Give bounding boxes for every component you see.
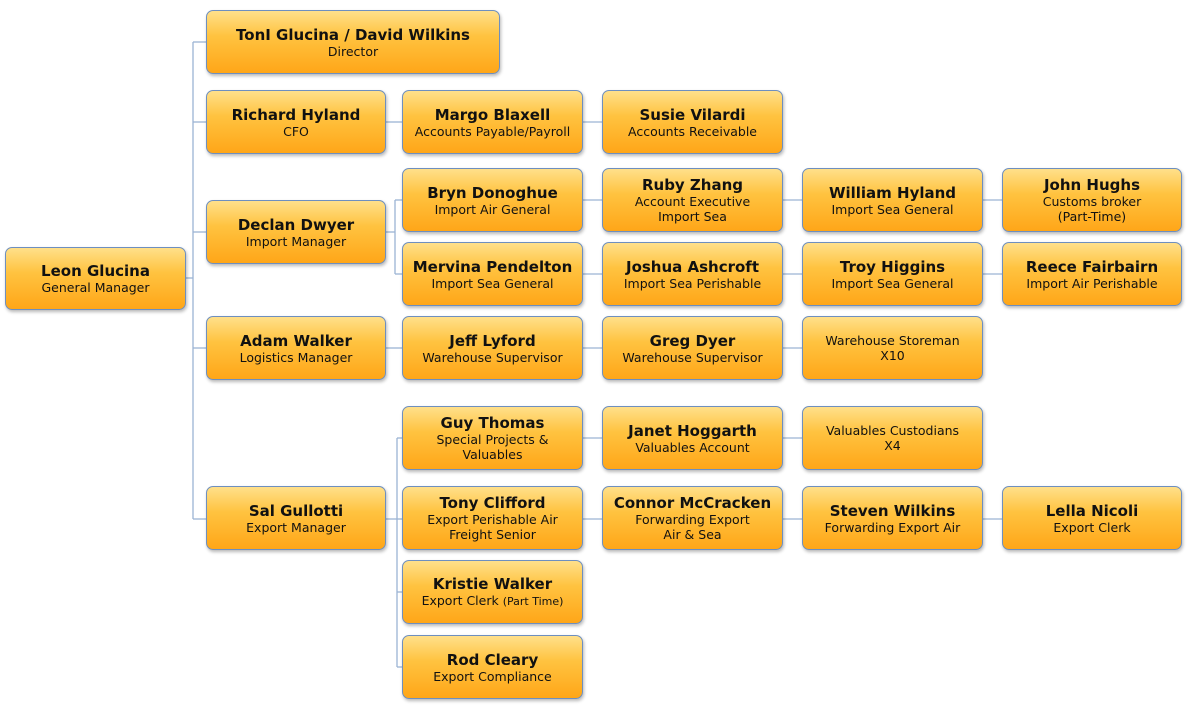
- node-name: Joshua Ashcroft: [625, 257, 760, 276]
- node-role: Export Clerk (Part Time): [422, 593, 564, 608]
- node-name: Leon Glucina: [41, 262, 150, 280]
- node-role-line2: X4: [884, 438, 901, 453]
- node-role: Import Sea Perishable: [623, 275, 762, 291]
- node-leon-glucina: Leon Glucina General Manager: [5, 247, 186, 310]
- node-role: Forwarding Export Air: [824, 519, 961, 535]
- node-name: Connor McCracken: [613, 494, 772, 512]
- node-role: Warehouse Storeman: [825, 333, 960, 348]
- node-mervina-pendelton: Mervina Pendelton Import Sea General: [402, 242, 583, 306]
- node-name: Rod Cleary: [446, 650, 539, 669]
- node-role: Import Sea General: [831, 201, 954, 217]
- node-role: Logistics Manager: [239, 349, 353, 365]
- node-name: Kristie Walker: [432, 575, 553, 594]
- node-role: Import Manager: [245, 233, 347, 249]
- node-name: Adam Walker: [240, 331, 352, 350]
- node-role-line2: (Part-Time): [1057, 209, 1127, 224]
- node-role-line2: Valuables: [462, 447, 523, 462]
- node-name: Jeff Lyford: [449, 331, 536, 350]
- node-name: Guy Thomas: [440, 414, 545, 432]
- node-name: Sal Gullotti: [248, 501, 344, 520]
- node-role: Import Sea General: [831, 275, 954, 291]
- node-role: Export Compliance: [433, 668, 552, 684]
- node-name: Susie Vilardi: [639, 105, 746, 124]
- node-role: Warehouse Supervisor: [622, 349, 763, 365]
- node-role-line2: Import Sea: [658, 209, 727, 224]
- node-name: Greg Dyer: [649, 331, 736, 350]
- node-name: Troy Higgins: [839, 257, 946, 276]
- node-william-hyland: William Hyland Import Sea General: [802, 168, 983, 232]
- node-greg-dyer: Greg Dyer Warehouse Supervisor: [602, 316, 783, 380]
- node-name: TonI Glucina / David Wilkins: [236, 25, 470, 44]
- node-role: Accounts Payable/Payroll: [414, 123, 571, 139]
- node-declan-dwyer: Declan Dwyer Import Manager: [206, 200, 386, 264]
- node-role: Valuables Account: [635, 439, 750, 455]
- node-janet-hoggarth: Janet Hoggarth Valuables Account: [602, 406, 783, 470]
- node-tony-clifford: Tony Clifford Export Perishable Air Frei…: [402, 486, 583, 550]
- node-valuables-custodians: Valuables Custodians X4: [802, 406, 983, 470]
- node-warehouse-storeman: Warehouse Storeman X10: [802, 316, 983, 380]
- node-name: John Hughs: [1043, 176, 1141, 194]
- node-role-note: (Part Time): [502, 595, 564, 609]
- node-name: Mervina Pendelton: [412, 257, 573, 276]
- node-role: Accounts Receivable: [628, 123, 757, 139]
- node-director: TonI Glucina / David Wilkins Director: [206, 10, 500, 74]
- node-connor-mccracken: Connor McCracken Forwarding Export Air &…: [602, 486, 783, 550]
- node-name: Lella Nicoli: [1045, 501, 1139, 520]
- node-role: Valuables Custodians: [825, 423, 960, 438]
- node-role: General Manager: [41, 280, 150, 295]
- node-role: Warehouse Supervisor: [422, 349, 563, 365]
- node-role: Import Air Perishable: [1026, 275, 1158, 291]
- node-kristie-walker: Kristie Walker Export Clerk (Part Time): [402, 560, 583, 624]
- node-role: Export Perishable Air: [427, 512, 558, 527]
- node-richard-hyland: Richard Hyland CFO: [206, 90, 386, 154]
- node-role: Forwarding Export: [635, 512, 750, 527]
- node-guy-thomas: Guy Thomas Special Projects & Valuables: [402, 406, 583, 470]
- node-role-line2: Air & Sea: [663, 527, 722, 542]
- node-susie-vilardi: Susie Vilardi Accounts Receivable: [602, 90, 783, 154]
- node-reece-fairbairn: Reece Fairbairn Import Air Perishable: [1002, 242, 1182, 306]
- node-role: CFO: [283, 123, 309, 139]
- node-role: Special Projects &: [436, 432, 549, 447]
- node-name: William Hyland: [828, 183, 957, 202]
- node-troy-higgins: Troy Higgins Import Sea General: [802, 242, 983, 306]
- node-role: Import Air General: [434, 201, 551, 217]
- node-rod-cleary: Rod Cleary Export Compliance: [402, 635, 583, 699]
- node-role: Customs broker: [1042, 194, 1142, 209]
- node-steven-wilkins: Steven Wilkins Forwarding Export Air: [802, 486, 983, 550]
- node-bryn-donoghue: Bryn Donoghue Import Air General: [402, 168, 583, 232]
- node-lella-nicoli: Lella Nicoli Export Clerk: [1002, 486, 1182, 550]
- node-adam-walker: Adam Walker Logistics Manager: [206, 316, 386, 380]
- node-john-hughs: John Hughs Customs broker (Part-Time): [1002, 168, 1182, 232]
- node-role: Export Clerk: [1053, 519, 1131, 535]
- node-role-line2: Freight Senior: [449, 527, 536, 542]
- node-margo-blaxell: Margo Blaxell Accounts Payable/Payroll: [402, 90, 583, 154]
- node-sal-gullotti: Sal Gullotti Export Manager: [206, 486, 386, 550]
- node-name: Margo Blaxell: [434, 105, 551, 124]
- node-name: Janet Hoggarth: [628, 421, 757, 440]
- node-role: Export Manager: [246, 519, 346, 535]
- node-name: Tony Clifford: [439, 494, 546, 512]
- node-role: Director: [327, 43, 379, 59]
- node-joshua-ashcroft: Joshua Ashcroft Import Sea Perishable: [602, 242, 783, 306]
- node-role: Import Sea General: [431, 275, 554, 291]
- node-name: Steven Wilkins: [829, 501, 956, 520]
- node-jeff-lyford: Jeff Lyford Warehouse Supervisor: [402, 316, 583, 380]
- node-role-text: Export Clerk: [421, 593, 499, 609]
- node-role: Account Executive: [634, 194, 751, 209]
- node-role-line2: X10: [880, 348, 905, 363]
- node-name: Ruby Zhang: [641, 176, 744, 194]
- node-name: Richard Hyland: [231, 105, 361, 124]
- node-ruby-zhang: Ruby Zhang Account Executive Import Sea: [602, 168, 783, 232]
- node-name: Reece Fairbairn: [1025, 257, 1159, 276]
- node-name: Declan Dwyer: [237, 215, 355, 234]
- node-name: Bryn Donoghue: [427, 183, 558, 202]
